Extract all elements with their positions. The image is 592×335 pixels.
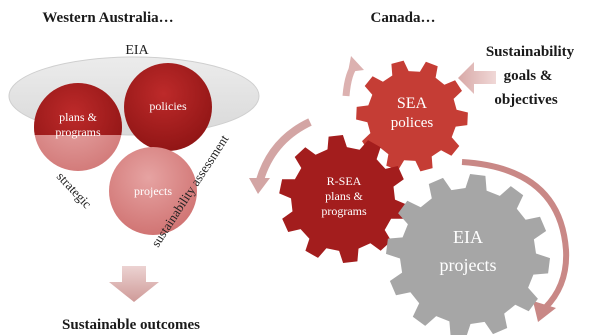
eia-gear-label-line1: EIA (453, 227, 483, 247)
projects-circle (109, 147, 197, 235)
gear-rsea-shape (279, 135, 407, 263)
right-curve-arrow (461, 159, 570, 311)
rsea-label-line1: R-SEA (327, 174, 362, 188)
projects-label: projects (134, 184, 172, 198)
sea-label-line2: polices (391, 115, 434, 131)
goals-line3: objectives (494, 92, 557, 108)
right-curve-arrowhead (533, 301, 556, 322)
plans-label-line2: programs (55, 125, 101, 139)
rsea-label-line2: plans & (325, 189, 363, 203)
policies-label: policies (149, 99, 187, 113)
goals-line1: Sustainability (486, 44, 575, 60)
eia-label: EIA (125, 43, 149, 58)
strategic-label: strategic (54, 169, 95, 212)
plans-programs-circle (34, 83, 122, 135)
left-heading: Western Australia… (42, 10, 173, 26)
eia-gear-label-line2: projects (440, 255, 497, 275)
goals-line2: goals & (504, 68, 553, 84)
down-arrow (109, 266, 159, 302)
top-curve-arrowhead (348, 56, 364, 72)
goals-arrow (458, 62, 496, 94)
left-curve-arrowhead (249, 178, 270, 194)
outcome-label: Sustainable outcomes (62, 317, 200, 333)
right-heading: Canada… (370, 10, 435, 26)
rsea-gear (279, 135, 407, 263)
gear-eia-shape (386, 174, 550, 335)
sea-gear (356, 60, 468, 172)
eia-gear (386, 174, 550, 335)
sea-label-line1: SEA (397, 95, 428, 112)
rsea-label-line3: programs (321, 204, 367, 218)
plans-label-line1: plans & (59, 110, 97, 124)
gear-sea-shape (356, 60, 468, 172)
policies-circle (124, 63, 212, 151)
left-curve-arrow (256, 118, 312, 182)
